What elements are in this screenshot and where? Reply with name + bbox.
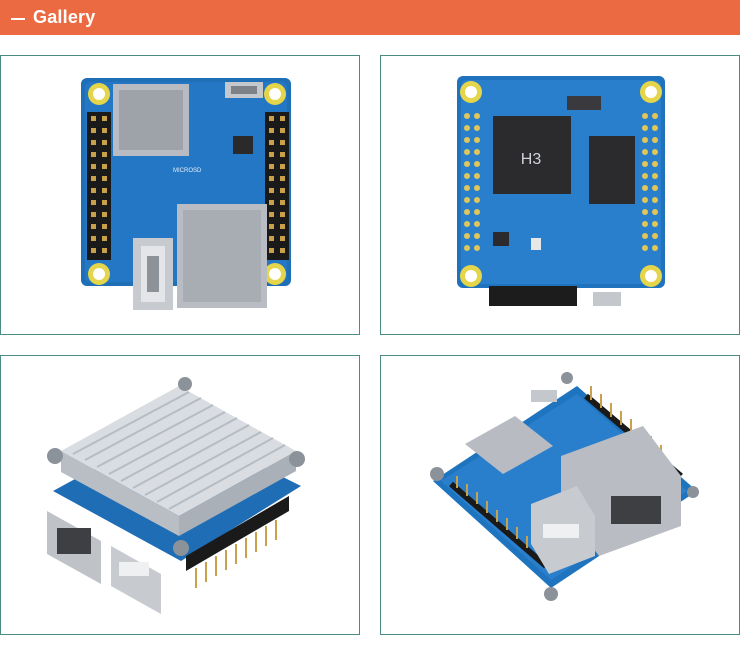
minus-icon[interactable]: [11, 17, 25, 20]
gallery-image-angled[interactable]: [380, 355, 740, 635]
gallery-image-heatsink[interactable]: [0, 355, 360, 635]
gallery-header[interactable]: Gallery: [0, 0, 740, 35]
heatsink-photo: [47, 377, 305, 614]
gallery-image-board-top[interactable]: MICROSD: [0, 55, 360, 335]
board-top-photo: MICROSD: [81, 78, 291, 310]
gallery-title: Gallery: [33, 7, 96, 27]
microsd-silkscreen-label: MICROSD: [173, 168, 202, 174]
h3-chip-label: H3: [521, 151, 542, 168]
board-bottom-photo: H3: [457, 76, 665, 306]
angled-board-photo: [430, 372, 699, 601]
gallery-image-board-bottom[interactable]: H3: [380, 55, 740, 335]
